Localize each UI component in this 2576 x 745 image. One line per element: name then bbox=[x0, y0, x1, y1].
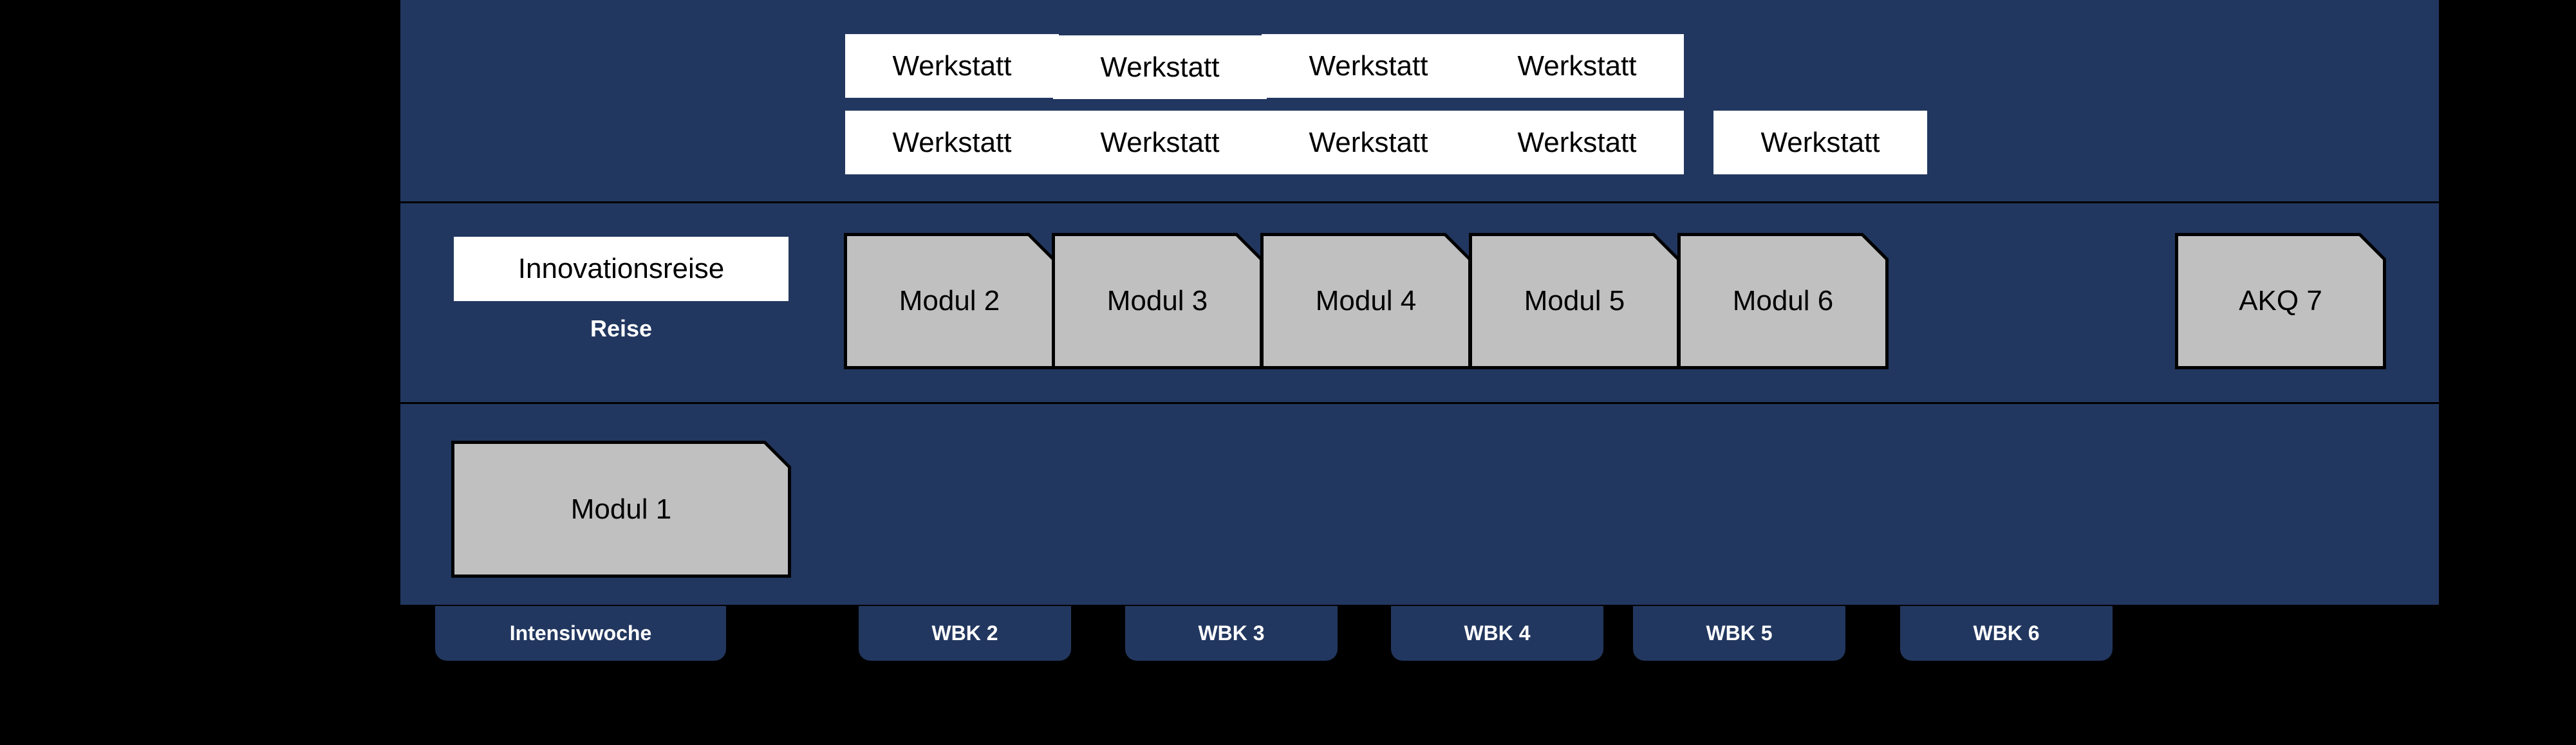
tab-label: WBK 4 bbox=[1464, 621, 1531, 645]
board-divider-upper bbox=[400, 201, 2439, 203]
module-shape-modul-5[interactable]: Modul 5 bbox=[1469, 233, 1680, 369]
workshop-card-bottom-1[interactable]: Werkstatt bbox=[845, 111, 1059, 174]
module-shape-fill bbox=[1264, 236, 1468, 366]
workshop-card-top-4[interactable]: Werkstatt bbox=[1470, 34, 1684, 98]
tab-wbk-2[interactable]: WBK 2 bbox=[859, 606, 1071, 661]
workshop-card-label: Werkstatt bbox=[1309, 50, 1428, 82]
week-tab-bar: Intensivwoche WBK 2 WBK 3 WBK 4 WBK 5 WB… bbox=[0, 606, 2576, 683]
tab-intensivwoche[interactable]: Intensivwoche bbox=[435, 606, 726, 661]
module-shape-fill bbox=[454, 444, 788, 575]
module-shape-label: AKQ 7 bbox=[2239, 285, 2322, 317]
workshop-card-label: Werkstatt bbox=[1760, 126, 1880, 158]
tab-label: WBK 2 bbox=[931, 621, 998, 645]
workshop-card-top-1[interactable]: Werkstatt bbox=[845, 34, 1059, 98]
workshop-card-label: Werkstatt bbox=[1100, 126, 1220, 158]
board-divider-lower bbox=[400, 402, 2439, 404]
module-shape-label: Modul 2 bbox=[899, 285, 1000, 317]
tab-label: WBK 6 bbox=[1973, 621, 2040, 645]
workshop-card-bottom-5[interactable]: Werkstatt bbox=[1713, 111, 1927, 174]
innovationsreise-label: Innovationsreise bbox=[518, 253, 725, 284]
module-shape-akq-7[interactable]: AKQ 7 bbox=[2175, 233, 2386, 369]
module-shape-label: Modul 5 bbox=[1524, 285, 1625, 317]
module-shape-label: Modul 3 bbox=[1106, 285, 1208, 317]
workshop-card-bottom-2[interactable]: Werkstatt bbox=[1053, 111, 1267, 174]
workshop-card-bottom-3[interactable]: Werkstatt bbox=[1262, 111, 1475, 174]
module-shape-modul-4[interactable]: Modul 4 bbox=[1260, 233, 1471, 369]
module-shape-modul-3[interactable]: Modul 3 bbox=[1052, 233, 1263, 369]
module-shape-label: Modul 1 bbox=[570, 493, 672, 525]
workshop-card-label: Werkstatt bbox=[1517, 126, 1637, 158]
module-shape-fill bbox=[847, 236, 1052, 366]
module-shape-modul-1[interactable]: Modul 1 bbox=[451, 441, 791, 578]
module-shape-label: Modul 6 bbox=[1732, 285, 1834, 317]
workshop-card-label: Werkstatt bbox=[1100, 51, 1220, 83]
tab-wbk-3[interactable]: WBK 3 bbox=[1125, 606, 1338, 661]
workshop-card-label: Werkstatt bbox=[1309, 126, 1428, 158]
reise-caption: Reise bbox=[590, 315, 653, 342]
innovationsreise-card[interactable]: Innovationsreise bbox=[454, 237, 789, 301]
module-shape-fill bbox=[1681, 236, 1885, 366]
module-shape-modul-6[interactable]: Modul 6 bbox=[1677, 233, 1889, 369]
module-shape-fill bbox=[1055, 236, 1260, 366]
tab-label: WBK 3 bbox=[1198, 621, 1265, 645]
tab-wbk-5[interactable]: WBK 5 bbox=[1633, 606, 1845, 661]
workshop-card-top-3[interactable]: Werkstatt bbox=[1262, 34, 1475, 98]
workshop-card-label: Werkstatt bbox=[1517, 50, 1637, 82]
workshop-card-label: Werkstatt bbox=[892, 126, 1012, 158]
module-shape-fill bbox=[2178, 236, 2383, 366]
workshop-card-label: Werkstatt bbox=[892, 50, 1012, 82]
tab-label: Intensivwoche bbox=[509, 621, 652, 645]
module-shape-modul-2[interactable]: Modul 2 bbox=[844, 233, 1055, 369]
workshop-card-bottom-4[interactable]: Werkstatt bbox=[1470, 111, 1684, 174]
tab-label: WBK 5 bbox=[1706, 621, 1773, 645]
timeline-board: Werkstatt Werkstatt Werkstatt Werkstatt … bbox=[400, 0, 2439, 605]
tab-wbk-6[interactable]: WBK 6 bbox=[1900, 606, 2113, 661]
module-shape-fill bbox=[1472, 236, 1677, 366]
workshop-card-top-2[interactable]: Werkstatt bbox=[1053, 35, 1267, 99]
module-shape-label: Modul 4 bbox=[1315, 285, 1417, 317]
tab-wbk-4[interactable]: WBK 4 bbox=[1391, 606, 1603, 661]
